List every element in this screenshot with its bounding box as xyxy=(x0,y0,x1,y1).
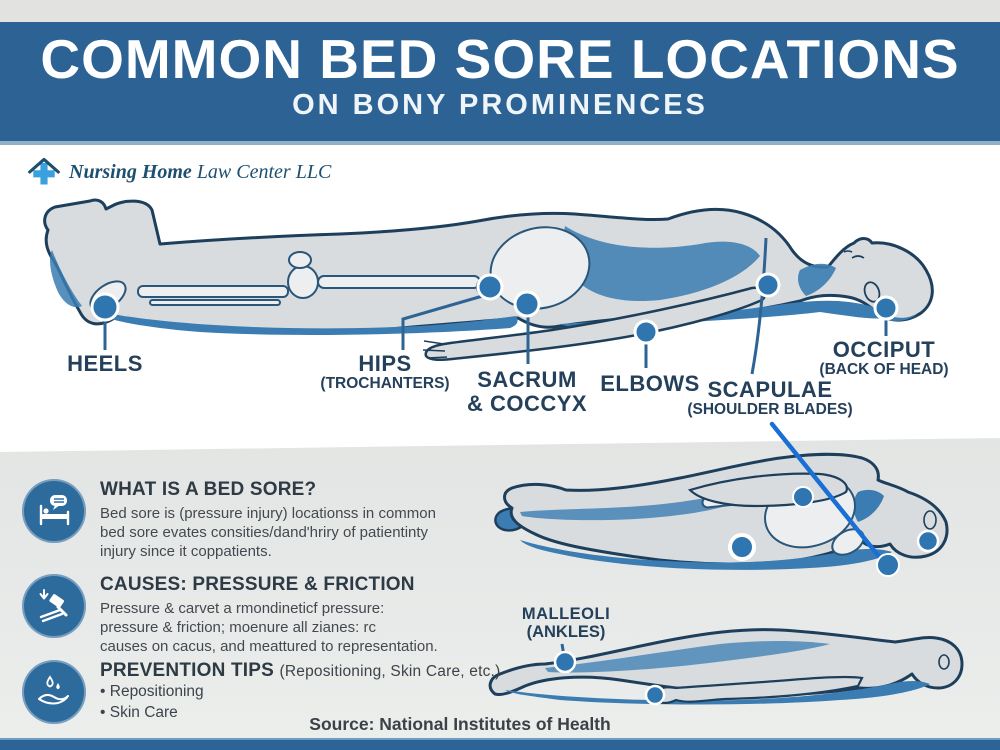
causes-title: CAUSES: PRESSURE & FRICTION xyxy=(100,574,415,595)
causes-body: Pressure & carvet a rmondineticf pressur… xyxy=(100,600,438,656)
hand-drops-icon xyxy=(38,675,69,705)
bed-icon xyxy=(39,495,70,526)
prevention-note: (Repositioning, Skin Care, etc.) xyxy=(279,663,501,680)
gavel-icon xyxy=(39,589,68,623)
mid-figure-occiput-dot xyxy=(916,529,940,553)
prevention-bullet-2: • Skin Care xyxy=(100,703,178,721)
hand-drops-icon-circle xyxy=(22,660,86,724)
bottom-bar xyxy=(0,738,1000,750)
page-title: COMMON BED SORE LOCATIONS xyxy=(40,28,960,90)
logo-name-bold: Nursing Home xyxy=(69,160,192,183)
info-block-causes: CAUSES: PRESSURE & FRICTION Pressure & c… xyxy=(22,574,438,657)
occiput-dot xyxy=(873,295,899,321)
label-hips: HIPS (TROCHANTERS) xyxy=(320,351,450,392)
sacrum-dot xyxy=(513,290,541,318)
bottom-prone-figure xyxy=(488,628,964,705)
bed-icon-circle xyxy=(22,479,86,543)
label-malleoli: MALLEOLI (ANKLES) xyxy=(521,605,611,641)
prevention-title: PREVENTION TIPS (Repositioning, Skin Car… xyxy=(100,660,501,681)
top-strip xyxy=(0,0,1000,22)
ankle-dot xyxy=(553,650,577,674)
heel-dot xyxy=(90,292,120,322)
source-attribution: Source: National Institutes of Health xyxy=(309,714,611,734)
info-block-what-is-bed-sore: WHAT IS A BED SORE? Bed sore is (pressur… xyxy=(22,479,436,562)
label-sacrum-coccyx: SACRUM & COCCYX xyxy=(466,367,588,416)
elbow-dot xyxy=(633,319,659,345)
label-scapulae: SCAPULAE (SHOULDER BLADES) xyxy=(687,377,853,418)
mid-figure-back-dot xyxy=(792,486,814,508)
pressure-point-dots xyxy=(90,272,940,706)
hip-dot xyxy=(476,273,504,301)
mid-figure-scapula-dot xyxy=(876,553,900,577)
logo-name-rest: Law Center LLC xyxy=(196,160,332,183)
knee-dot xyxy=(644,684,666,706)
label-occiput: OCCIPUT (BACK OF HEAD) xyxy=(819,337,949,378)
scapulae-diagonal-pointer xyxy=(769,421,884,562)
mid-figure-sacrum-dot xyxy=(728,533,756,561)
header-banner: COMMON BED SORE LOCATIONS ON BONY PROMIN… xyxy=(0,22,1000,145)
label-elbows: ELBOWS xyxy=(600,371,700,396)
gavel-icon-circle xyxy=(22,574,86,638)
scapula-dot xyxy=(755,272,781,298)
label-heels: HEELS xyxy=(67,351,143,376)
what-body: Bed sore is (pressure injury) locationss… xyxy=(100,505,436,561)
what-title: WHAT IS A BED SORE? xyxy=(100,479,317,500)
page-subtitle: ON BONY PROMINENCES xyxy=(292,89,708,121)
info-block-prevention: PREVENTION TIPS (Repositioning, Skin Car… xyxy=(22,660,500,724)
label-connector-lines xyxy=(103,237,888,657)
middle-sidelying-figure xyxy=(494,452,949,570)
house-cross-icon xyxy=(28,157,60,185)
prevention-bullet-1: • Repositioning xyxy=(100,683,204,700)
